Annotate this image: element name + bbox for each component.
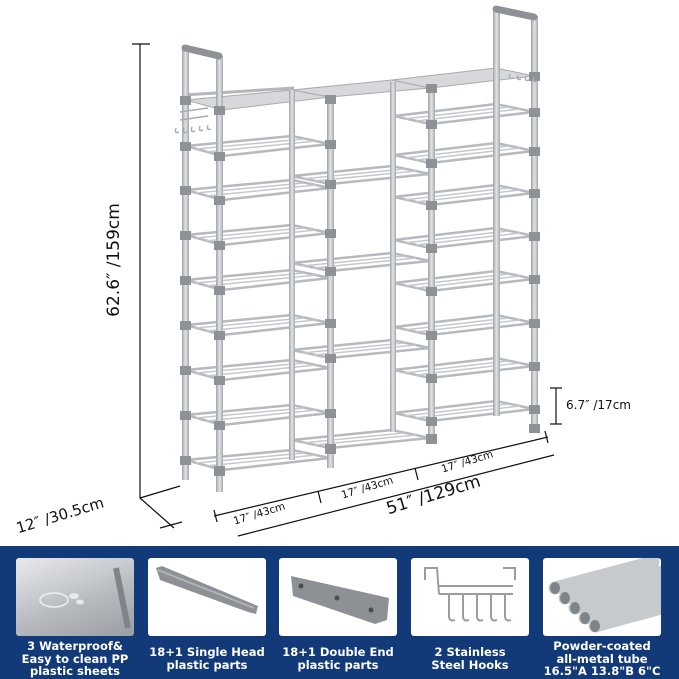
feature-card-steel-hooks: 2 Stainless Steel Hooks: [411, 558, 529, 671]
features-banner: 3 Waterproof& Easy to clean PP plastic s…: [0, 546, 679, 679]
feature-card-waterproof-sheets: 3 Waterproof& Easy to clean PP plastic s…: [16, 558, 134, 678]
feature-card-single-head-parts: 18+1 Single Head plastic parts: [148, 558, 266, 671]
rack-handles: [181, 5, 538, 60]
feature-caption: 3 Waterproof& Easy to clean PP plastic s…: [21, 639, 129, 678]
rack-joints: [180, 72, 540, 476]
shelf-gap-dimension-label: 6.7″ /17cm: [566, 398, 631, 412]
single-head-part-image: [148, 558, 266, 636]
shoe-rack-illustration: [132, 5, 562, 537]
steel-hooks-image: [411, 558, 529, 636]
dimension-lines: [132, 43, 562, 537]
double-end-part-image: [279, 558, 397, 636]
rack-middle-column: [291, 79, 431, 450]
feature-card-double-end-parts: 18+1 Double End plastic parts: [279, 558, 397, 671]
feature-card-metal-tube: Powder-coated all-metal tube 16.5"A 13.8…: [543, 558, 661, 678]
feature-caption: Powder-coated all-metal tube 16.5"A 13.8…: [543, 639, 661, 678]
height-dimension-label: 62.6″ /159cm: [104, 203, 124, 317]
waterproof-sheet-image: [16, 558, 134, 636]
metal-tube-image: [543, 558, 661, 636]
product-diagram: 62.6″ /159cm 12″ /30.5cm 51″ /129cm 17″ …: [14, 5, 631, 538]
feature-caption: 18+1 Single Head plastic parts: [149, 645, 265, 672]
rack-poles: [182, 8, 538, 492]
side-hooks: [174, 73, 538, 134]
rack-right-column: [391, 67, 535, 423]
rack-left-column: [183, 86, 331, 472]
feature-caption: 2 Stainless Steel Hooks: [431, 645, 509, 672]
feature-caption: 18+1 Double End plastic parts: [282, 645, 394, 672]
